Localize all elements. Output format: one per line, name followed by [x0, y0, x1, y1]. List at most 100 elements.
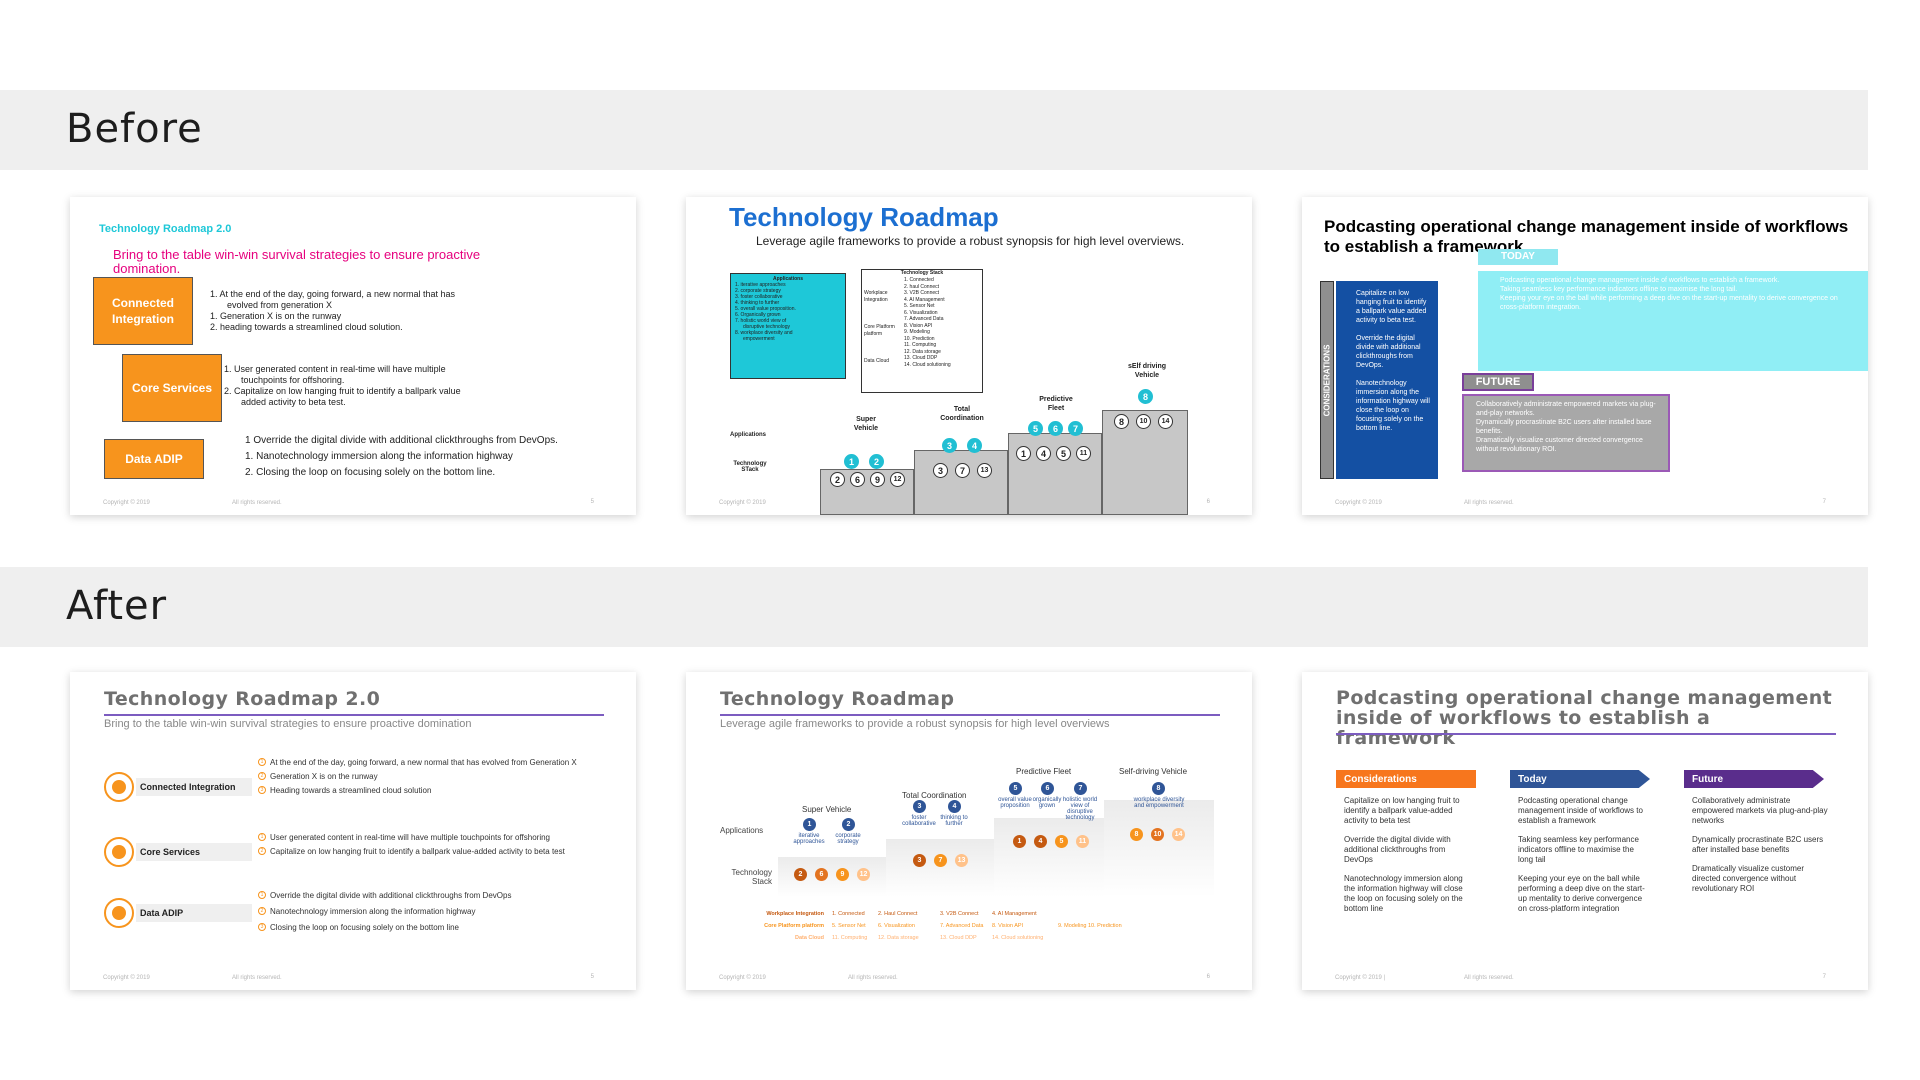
considerations-box: Capitalize on low hanging fruit to ident… [1336, 281, 1438, 479]
app-label: workplace diversity and empowerment [1133, 797, 1185, 809]
stack-badge: 14 [1158, 414, 1173, 429]
app-badge: 7 [1068, 421, 1083, 436]
stack-badge: 9 [836, 868, 849, 881]
stack-badge: 8 [1114, 414, 1129, 429]
stack-badge: 10 [1151, 828, 1164, 841]
list-core: 1. User generated content in real-time w… [224, 364, 461, 407]
footer-rights: All rights reserved. [1464, 975, 1514, 981]
step-label-3: Predictive Fleet [1039, 396, 1073, 412]
stack-badge: 2 [830, 472, 845, 487]
tech-stack-box: Technology Stack Workplace Integration C… [861, 269, 983, 393]
app-badge: 7 [1074, 782, 1087, 795]
stack-badge: 3 [933, 463, 948, 478]
stack-badge: 14 [1172, 828, 1185, 841]
footer-rights: All rights reserved. [232, 500, 282, 506]
step-label-4: sElf driving Vehicle [1127, 363, 1167, 379]
step-label-2: Total Coordination [940, 406, 984, 422]
stack-badge: 13 [955, 854, 968, 867]
page-number: 5 [590, 499, 594, 505]
page-number: 5 [590, 974, 594, 980]
page-number: 7 [1822, 499, 1826, 505]
app-label: thinking to further [940, 815, 968, 827]
data-adip-icon [104, 898, 134, 928]
stack-badge: 13 [977, 463, 992, 478]
after-slide-7[interactable]: Podcasting operational change management… [1302, 672, 1868, 990]
stack-badge: 1 [1013, 835, 1026, 848]
slide-title: Technology Roadmap [720, 688, 955, 710]
after-slide-5[interactable]: Technology Roadmap 2.0 Bring to the tabl… [70, 672, 636, 990]
stack-badge: 6 [850, 472, 865, 487]
row-label-applications: Applications [730, 432, 767, 438]
core-services-icon [104, 837, 134, 867]
box-data-adip: Data ADIP [104, 439, 204, 479]
before-label: Before [66, 106, 203, 152]
header-future: Future [1684, 770, 1824, 788]
list-data: 1 Override the digital divide with addit… [245, 435, 558, 478]
connected-integration-icon [104, 772, 134, 802]
slide-title: Technology Roadmap [729, 202, 999, 232]
today-box: Podcasting operational change management… [1478, 271, 1868, 371]
app-badge: 3 [942, 438, 957, 453]
column-future: Collaboratively administrate empowered m… [1692, 796, 1828, 893]
row-label-technology: Technology STack [733, 461, 767, 473]
slide-subtitle: Bring to the table win-win survival stra… [104, 718, 472, 730]
step-2 [886, 839, 994, 897]
footer-rights: All rights reserved. [1464, 500, 1514, 506]
app-badge: 2 [842, 818, 855, 831]
slide-title: Podcasting operational change management… [1336, 687, 1833, 749]
slide-subtitle: Leverage agile frameworks to provide a r… [720, 718, 1110, 730]
box-core-services: Core Services [122, 354, 222, 422]
app-badge: 5 [1009, 782, 1022, 795]
stack-badge: 4 [1036, 446, 1051, 461]
step-2 [914, 450, 1008, 515]
item-label: Data ADIP [136, 904, 252, 922]
stack-badge: 5 [1056, 446, 1071, 461]
before-slide-7[interactable]: Podcasting operational change management… [1302, 197, 1868, 515]
footer-copyright: Copyright © 2019 [103, 500, 150, 506]
footer-copyright: Copyright © 2019 [1335, 500, 1382, 506]
app-label: holistic world view of disruptive techno… [1062, 797, 1098, 821]
app-badge: 6 [1048, 421, 1063, 436]
stack-badge: 6 [815, 868, 828, 881]
before-slide-5[interactable]: Technology Roadmap 2.0 Bring to the tabl… [70, 197, 636, 515]
after-slide-6[interactable]: Technology Roadmap Leverage agile framew… [686, 672, 1252, 990]
stack-badge: 4 [1034, 835, 1047, 848]
stack-badge: 8 [1130, 828, 1143, 841]
step-label-4: Self-driving Vehicle [1119, 767, 1188, 776]
stack-badge: 12 [857, 868, 870, 881]
slide-title: Technology Roadmap 2.0 [99, 223, 232, 235]
before-slide-6[interactable]: Technology Roadmap Leverage agile framew… [686, 197, 1252, 515]
app-badge: 5 [1028, 421, 1043, 436]
row-label-applications: Applications [720, 826, 764, 835]
step-3 [994, 818, 1104, 897]
footer-copyright: Copyright © 2019 [719, 975, 766, 981]
app-badge: 1 [803, 818, 816, 831]
app-badge: 4 [967, 438, 982, 453]
footer-rights: All rights reserved. [848, 975, 898, 981]
stack-badge: 3 [913, 854, 926, 867]
row-label-technology: Technology Stack [731, 868, 772, 886]
title-underline [720, 714, 1220, 716]
step-label-1: Super Vehicle [802, 805, 852, 814]
stack-badge: 7 [934, 854, 947, 867]
stack-badge: 9 [870, 472, 885, 487]
step-4 [1104, 800, 1214, 897]
stack-badge: 1 [1016, 446, 1031, 461]
page-number: 6 [1206, 974, 1210, 980]
app-label: corporate strategy [835, 833, 861, 845]
item-label: Connected Integration [136, 778, 252, 796]
page-number: 7 [1822, 974, 1826, 980]
app-label: organically grown [1032, 797, 1062, 809]
stack-badge: 12 [890, 472, 905, 487]
today-label: TODAY [1478, 249, 1558, 265]
item-label: Core Services [136, 843, 252, 861]
step-label-2: Total Coordination [902, 791, 967, 800]
stack-badge: 2 [794, 868, 807, 881]
footer-rights: All rights reserved. [232, 975, 282, 981]
considerations-side: CONSIDERATIONS [1320, 281, 1334, 479]
list-connected: 1. At the end of the day, going forward,… [210, 289, 455, 332]
box-connected-integration: Connected Integration [93, 277, 193, 345]
